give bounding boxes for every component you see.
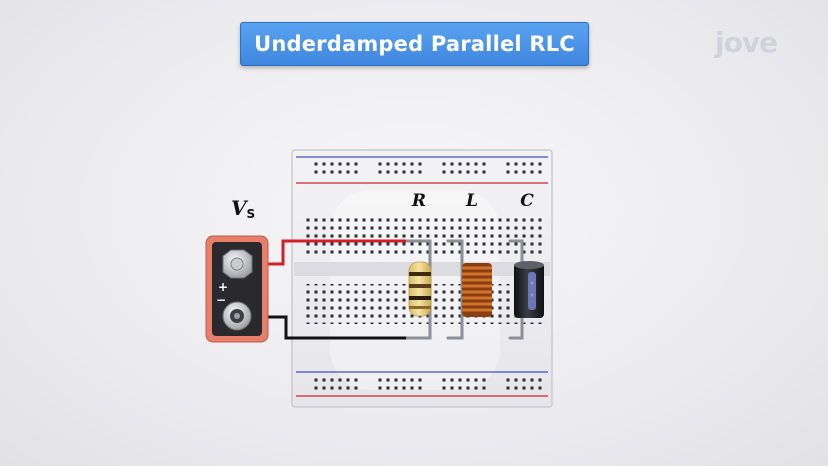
plus-sign: + (218, 280, 228, 294)
minus-sign: − (216, 293, 226, 307)
inductor-label: L (465, 191, 478, 211)
negative-terminal (222, 301, 252, 331)
page-title: Underdamped Parallel RLC (254, 32, 575, 56)
jove-logo: jove (715, 26, 778, 59)
resistor-label: R (411, 191, 426, 211)
source-label: VS (231, 196, 255, 221)
svg-text:◦: ◦ (530, 279, 535, 288)
title-banner: Underdamped Parallel RLC (240, 22, 589, 66)
positive-terminal (222, 249, 253, 279)
capacitor-label: C (520, 191, 534, 211)
resistor (408, 261, 432, 317)
capacitor: ◦ ◦ (514, 261, 544, 318)
voltage-source: + − (205, 235, 269, 343)
inductor (462, 263, 492, 317)
source-label-main: V (231, 196, 249, 220)
svg-text:◦: ◦ (530, 291, 535, 300)
negative-wire (262, 315, 406, 340)
bottom-power-rail (296, 371, 548, 397)
source-label-sub: S (247, 207, 256, 221)
top-power-rail (296, 156, 548, 184)
positive-wire (262, 239, 406, 266)
